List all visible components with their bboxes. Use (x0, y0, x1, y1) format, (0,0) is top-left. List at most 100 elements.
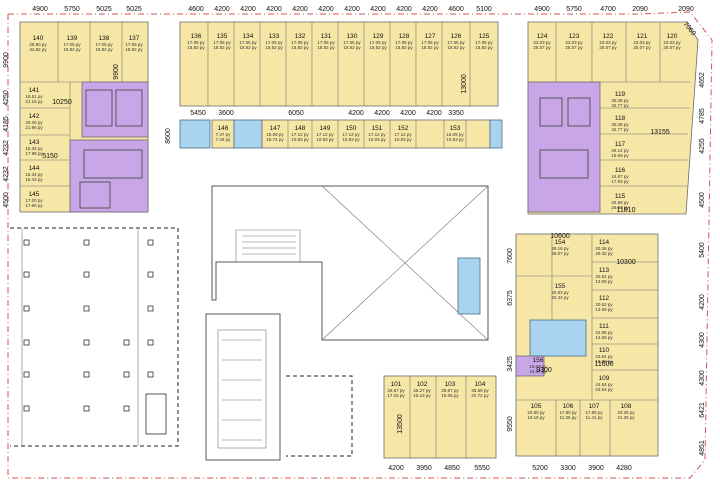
unit-area: 17.12 py (291, 132, 309, 137)
unit-area: 25.07 py (533, 45, 551, 50)
unit-number: 123 (569, 33, 580, 40)
unit-area: 28.90 py (29, 42, 47, 47)
unit-number: 105 (531, 403, 542, 410)
unit-area: 15.09 py (266, 132, 284, 137)
unit-area: 17.05 py (239, 40, 257, 45)
unit-area: 19.06 py (441, 393, 459, 398)
unit-area: 18.82 py (475, 45, 493, 50)
unit-area: 25.07 py (551, 251, 569, 256)
unit-area: 26.14 py (611, 148, 629, 153)
dimension-label: 4232 (3, 140, 10, 156)
dimension-label: 10600 (550, 233, 570, 240)
unit-area: 24.87 py (611, 174, 629, 179)
unit-area: 19.19 py (527, 415, 545, 420)
unit-area: 17.05 py (291, 40, 309, 45)
dimension-label: 4600 (188, 6, 204, 13)
unit-area: 23.03 py (565, 40, 583, 45)
dimension-label: 4851 (699, 440, 706, 456)
dimension-label: 13155 (650, 129, 670, 136)
unit-area: 10.93 py (342, 137, 360, 142)
unit-number: 112 (599, 295, 610, 302)
unit-area: 14.59 py (595, 335, 613, 340)
unit-number: 149 (320, 125, 331, 132)
unit-area: 25.68 py (611, 200, 629, 205)
dimension-label: 4652 (699, 72, 706, 88)
unit-number: 135 (217, 33, 228, 40)
dimension-label: 9550 (507, 416, 514, 432)
unit-area: 15.08 py (595, 359, 613, 364)
unit-number: 132 (295, 33, 306, 40)
left-block (19, 21, 149, 213)
dimension-label: 4600 (448, 6, 464, 13)
unit-number: 146 (218, 125, 229, 132)
dimension-label: 4255 (699, 138, 706, 154)
right-lower-block (515, 233, 659, 457)
core-right-lower (515, 355, 545, 377)
dimension-label: 6375 (507, 290, 514, 306)
dimension-label: 2090 (632, 6, 648, 13)
dimension-label: 4200 (214, 6, 230, 13)
stair-left-mid (179, 119, 211, 149)
unit-area: 20.36 py (595, 246, 613, 251)
dimension-label: 3950 (416, 465, 432, 472)
unit-number: 137 (129, 35, 140, 42)
dimension-label: 5750 (64, 6, 80, 13)
dimension-label: 4850 (444, 465, 460, 472)
dimension-label: 5200 (532, 465, 548, 472)
unit-area: 20.30 py (25, 120, 43, 125)
unit-area: 10.93 py (394, 137, 412, 142)
unit-area: 20.83 py (551, 290, 569, 295)
unit-area: 15.74 py (266, 137, 284, 142)
dimension-label: 4232 (3, 166, 10, 182)
unit-area: 18.82 py (95, 47, 113, 52)
dimension-label: 5550 (474, 465, 490, 472)
unit-area: 30.28 py (611, 122, 629, 127)
unit-area: 18.82 py (213, 45, 231, 50)
unit-number: 138 (99, 35, 110, 42)
unit-number: 125 (479, 33, 490, 40)
unit-area: 18.82 py (125, 47, 143, 52)
unit-area: 17.05 py (343, 40, 361, 45)
unit-area: 29.16 py (551, 246, 569, 251)
dimension-label: 4200 (292, 6, 308, 13)
dimension-label: 4280 (616, 465, 632, 472)
unit-area: 17.05 py (475, 40, 493, 45)
unit-area: 25.07 py (663, 45, 681, 50)
unit-area: 17.80 py (559, 410, 577, 415)
core-right-upper (527, 81, 601, 213)
unit-area: 17.05 py (447, 40, 465, 45)
bottom-center-block (383, 375, 497, 459)
unit-number: 140 (33, 35, 44, 42)
unit-area: 7.28 py (216, 137, 232, 142)
dimension-label: 4200 (240, 6, 256, 13)
unit-number: 117 (615, 141, 626, 148)
unit-number: 102 (417, 381, 428, 388)
dimension-label: 3900 (588, 465, 604, 472)
unit-area: 18.82 py (317, 45, 335, 50)
unit-area: 16.34 py (25, 172, 43, 177)
unit-area: 23.64 py (595, 354, 613, 359)
unit-number: 141 (29, 87, 40, 94)
unit-area: 29.87 py (441, 388, 459, 393)
unit-number: 134 (243, 33, 254, 40)
dimension-label: 4200 (266, 6, 282, 13)
stair-atrium (457, 257, 481, 315)
stair-right-mid (489, 119, 503, 149)
unit-number: 118 (615, 115, 626, 122)
unit-area: 17.05 py (317, 40, 335, 45)
unit-number: 139 (67, 35, 78, 42)
unit-number: 152 (398, 125, 409, 132)
core-left-lower (69, 139, 149, 213)
